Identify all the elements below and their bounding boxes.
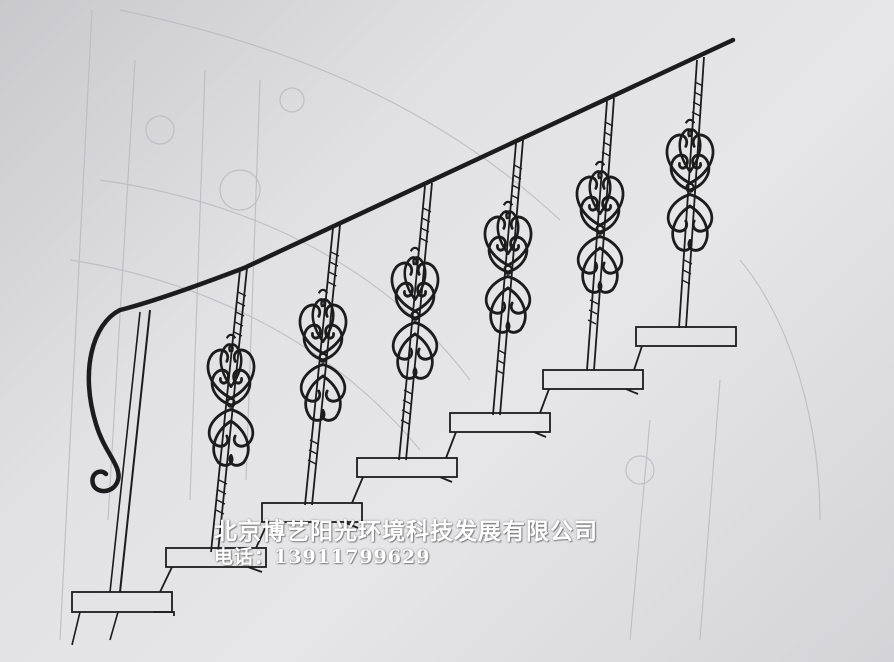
phone-number: 13911799629 xyxy=(274,546,431,568)
phone-label: 电话： xyxy=(214,546,275,568)
phone-watermark: 电话：13911799629 xyxy=(214,542,430,569)
baluster-twists xyxy=(215,81,704,515)
handrail xyxy=(86,37,736,494)
end-post xyxy=(119,309,151,593)
stairs xyxy=(71,326,737,616)
company-name-watermark: 北京博艺阳光环境科技发展有限公司 xyxy=(214,518,598,545)
